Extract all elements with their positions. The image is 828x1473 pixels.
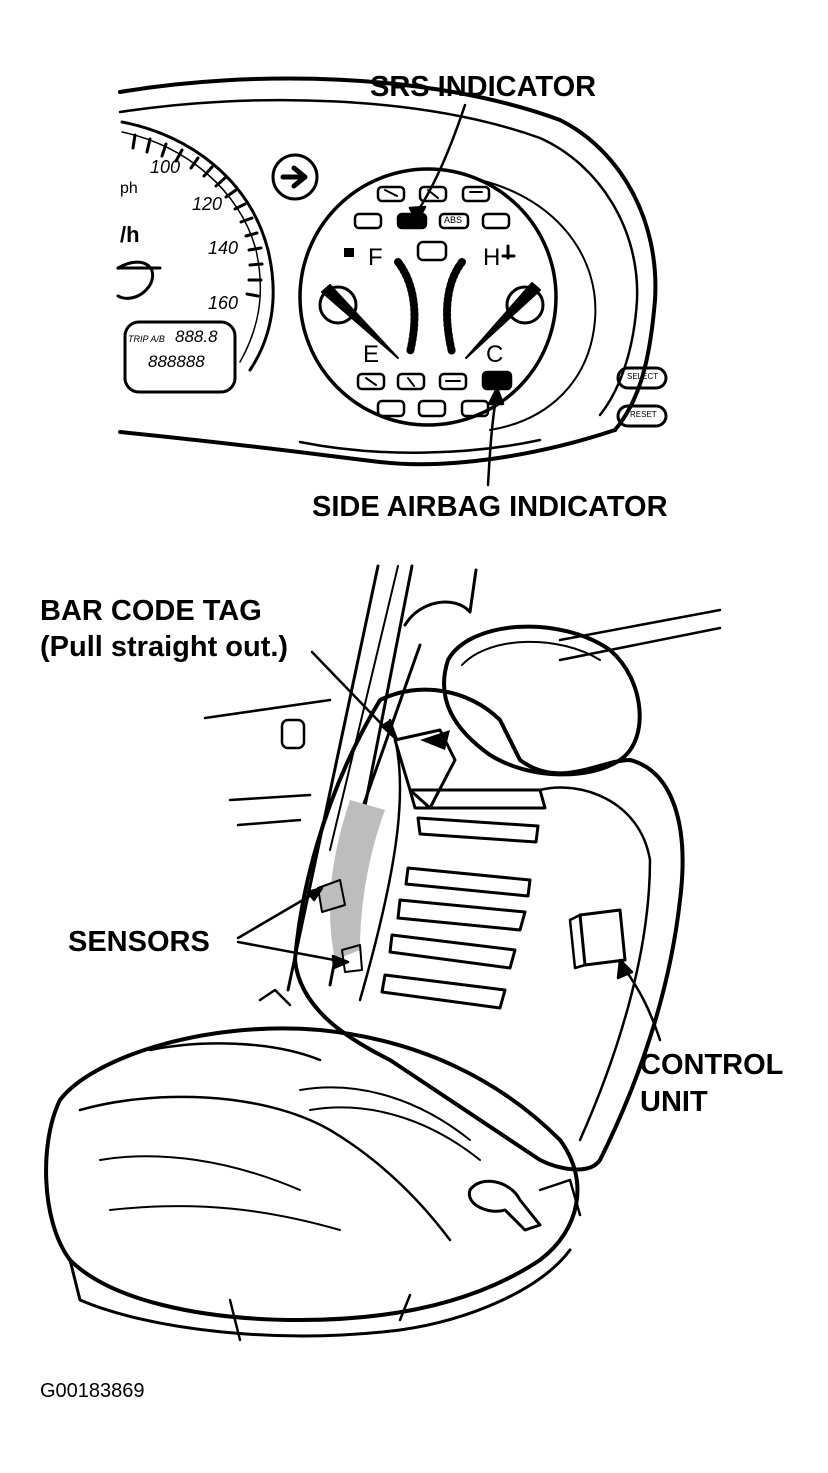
seat-back <box>293 687 685 1172</box>
speed-ticks <box>131 133 264 298</box>
sensors-leader-lower <box>236 940 347 964</box>
bar-code-tag-note: (Pull straight out.) <box>40 631 289 663</box>
cluster-housing-top <box>118 76 658 432</box>
turn-indicator-icon <box>271 153 319 201</box>
seat-cushion <box>44 1026 580 1322</box>
side-airbag-lamp <box>481 370 513 391</box>
speed-tick-100: 100 <box>150 157 181 177</box>
side-bolster-shading <box>330 800 385 960</box>
instrument-cluster <box>116 76 668 467</box>
fuel-empty-label: E <box>363 341 380 368</box>
trip-value: 888.8 <box>175 327 218 346</box>
odometer-display <box>123 320 237 394</box>
cluster-leaders <box>408 103 505 487</box>
select-button <box>616 366 668 390</box>
recline-lever <box>467 1179 542 1232</box>
trip-label: TRIP A/B <box>128 334 165 344</box>
warning-lamps-bottom <box>356 370 513 418</box>
speed-unit-fragment: ph <box>120 180 138 197</box>
temp-hot-label: H <box>483 244 501 271</box>
cluster-housing-bottom <box>118 428 617 467</box>
seat-back-ribs <box>380 788 547 1010</box>
control-unit-label: CONTROL <box>640 1049 784 1081</box>
side-airbag-indicator-label: SIDE AIRBAG INDICATOR <box>312 491 668 523</box>
gauge-face <box>298 167 558 427</box>
sensor-marker <box>317 879 346 913</box>
speed-tick-160: 160 <box>208 293 239 313</box>
figure-code: G00183869 <box>40 1380 145 1402</box>
control-unit-box <box>578 908 627 967</box>
abs-lamp-label: ABS <box>444 215 463 225</box>
speed-tick-120: 120 <box>192 194 223 214</box>
seat-leaders <box>236 650 662 1042</box>
control-unit-label-2: UNIT <box>640 1086 708 1118</box>
seat-base <box>68 1248 572 1338</box>
bar-code-tag <box>393 728 457 810</box>
sensors-label: SENSORS <box>68 926 210 958</box>
bar-code-tag-label: BAR CODE TAG <box>40 595 262 627</box>
srs-leader <box>415 103 467 214</box>
fuel-needle-hub <box>318 285 358 325</box>
srs-lamp <box>396 212 428 230</box>
speedometer-face <box>120 120 275 372</box>
temp-needle-hub <box>505 285 545 325</box>
seat-belt <box>403 568 478 627</box>
odometer-value: 888888 <box>148 352 205 371</box>
fuel-needle <box>321 284 399 359</box>
select-button-label: SELECT <box>627 372 659 381</box>
speedometer-needle-hub <box>116 260 155 300</box>
cluster-inner-rim <box>118 98 639 417</box>
speed-tick-140: 140 <box>208 238 239 258</box>
speed-unit-fragment-2: /h <box>120 222 140 247</box>
temp-cold-label: C <box>486 341 504 368</box>
reset-button-label: RESET <box>630 410 657 419</box>
fuel-full-label: F <box>368 244 383 271</box>
sensors-leader-upper <box>236 888 322 940</box>
seat-illustration <box>44 564 722 1342</box>
srs-indicator-label: SRS INDICATOR <box>370 71 597 103</box>
headrest <box>442 624 642 777</box>
reset-button <box>616 404 668 428</box>
bar-code-leader <box>310 650 397 740</box>
temp-needle <box>465 282 541 359</box>
